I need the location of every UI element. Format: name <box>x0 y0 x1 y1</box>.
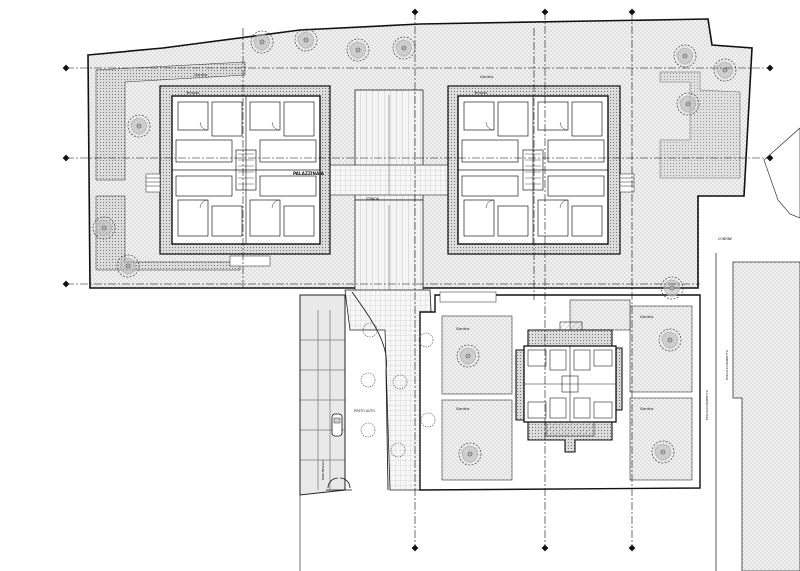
building-a-label: PALAZZINA A <box>293 171 325 176</box>
road-label: STRADA <box>366 197 380 201</box>
parking-label: PARCHEGGIO <box>321 460 325 480</box>
garden-label-5: Giardino <box>640 315 653 319</box>
street-trees <box>360 322 436 458</box>
building-a: PALAZZINA A <box>159 85 331 255</box>
terrace-label-1: Terrazzo <box>185 91 199 95</box>
boundary-label: CONFINE <box>718 237 732 241</box>
garden-label-1: Giardino <box>194 73 207 77</box>
stairs <box>145 173 635 303</box>
garden-label-4: Giardino <box>456 407 469 411</box>
terrace-label-2: Terrazzo <box>473 91 487 95</box>
lower-lot <box>419 294 701 491</box>
gate <box>326 477 352 491</box>
parking-spot-label: POSTO AUTO <box>354 409 375 413</box>
grid-axes <box>66 12 770 548</box>
garden-label-3: Giardino <box>456 327 469 331</box>
adjacent-buildings <box>299 127 800 571</box>
drawing-labels: STRADA Giardino Giardino Giardino Giardi… <box>185 73 732 480</box>
car-symbol <box>331 413 343 437</box>
building-c <box>515 321 623 453</box>
garden-label-2: Giardino <box>480 75 493 79</box>
garden-label-6: Giardino <box>640 407 653 411</box>
setback-label-2: FASCIA DI RISPETTO <box>725 349 729 380</box>
setback-label-1: FASCIA DI RISPETTO <box>705 389 709 420</box>
